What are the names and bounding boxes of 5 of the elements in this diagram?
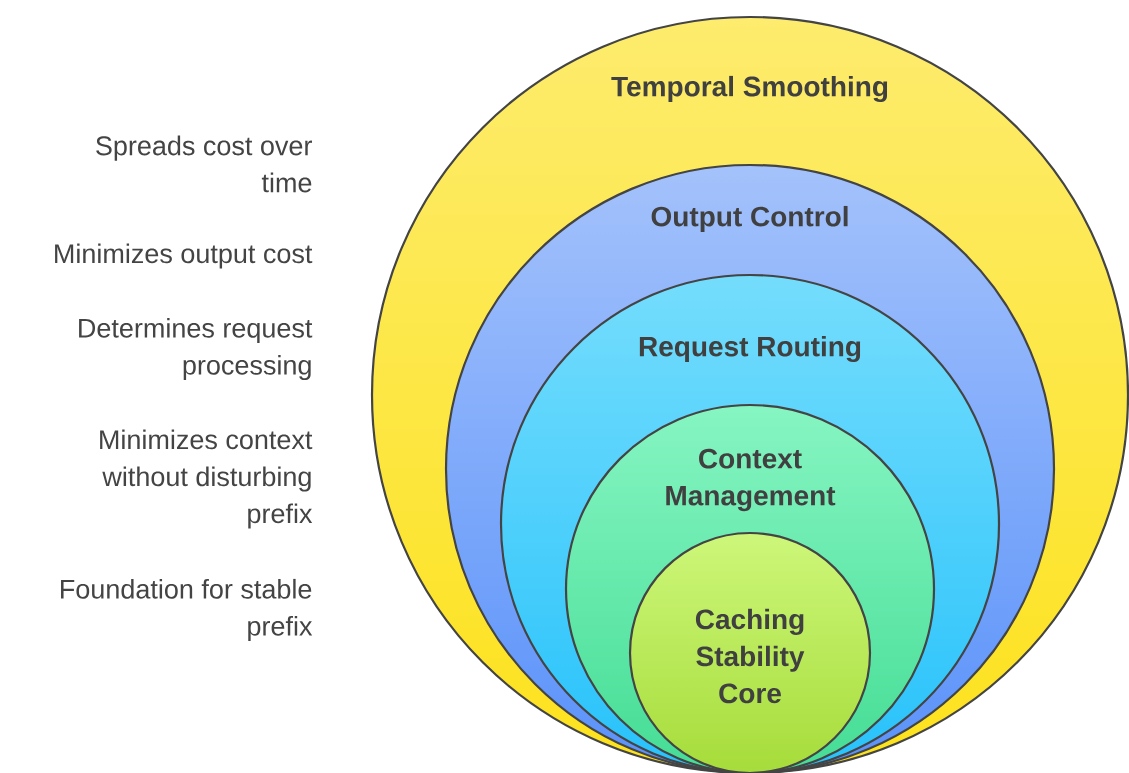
- description-text: Determines request processing: [79, 317, 313, 381]
- description-text: Minimizes output cost: [55, 243, 313, 269]
- description-text: Spreads cost over time: [96, 135, 312, 193]
- description-text: Minimizes context without disturbing prefix: [100, 429, 313, 529]
- description-text: Foundation for stable prefix: [61, 578, 313, 642]
